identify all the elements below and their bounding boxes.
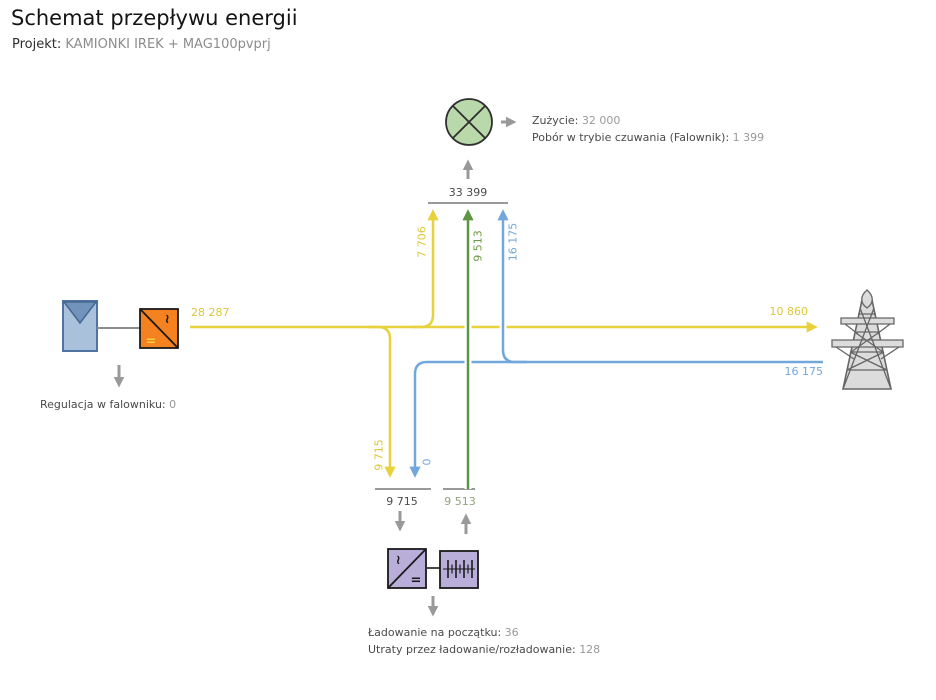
- battery-icon: [439, 550, 479, 589]
- usage-value: 32 000: [581, 114, 621, 127]
- grid-import-value: 16 175: [784, 365, 824, 378]
- standby-value: 1 399: [732, 131, 765, 144]
- battery-charge-value: 9 715: [386, 495, 418, 508]
- consumption-total: 33 399: [448, 186, 488, 199]
- battery-initial-value: 36: [504, 626, 519, 639]
- power-grid-icon: [831, 289, 904, 390]
- dc-symbol: =: [146, 334, 157, 349]
- grid-to-battery-value: 0: [420, 458, 434, 466]
- battery-inverter-icon: ~ =: [387, 548, 427, 589]
- pv-to-consumption-value: 7 706: [415, 226, 429, 258]
- battery-loss-value: 128: [579, 643, 601, 656]
- battery-loss-label: Utraty przez ładowanie/rozładowanie:: [368, 643, 576, 656]
- grid-to-consumption-line: [497, 209, 527, 364]
- battery-initial-line: Ładowanie na początku: 36: [368, 626, 519, 639]
- solar-panel-icon: [62, 300, 98, 352]
- usage-label: Zużycie:: [532, 114, 579, 127]
- standby-label: Pobór w trybie czuwania (Falownik):: [532, 131, 730, 144]
- page-title: Schemat przepływu energii: [11, 6, 298, 30]
- usage-line: Zużycie: 32 000: [532, 114, 620, 127]
- grid-to-battery-line: [409, 360, 823, 478]
- ac-symbol: ~: [390, 555, 405, 566]
- pv-production-value: 28 287: [191, 306, 230, 319]
- battery-initial-label: Ładowanie na początku:: [368, 626, 502, 639]
- ac-symbol: ~: [159, 314, 174, 325]
- project-label: Projekt:: [12, 37, 62, 52]
- pv-to-consumption-line: [411, 209, 439, 329]
- pv-to-battery-line: [368, 325, 396, 478]
- standby-line: Pobór w trybie czuwania (Falownik): 1 39…: [532, 131, 764, 144]
- regulation-line: Regulacja w falowniku: 0: [40, 398, 176, 411]
- project-value: KAMIONKI IREK + MAG100pvprj: [65, 37, 271, 52]
- consumption-icon: [445, 98, 493, 146]
- regulation-label: Regulacja w falowniku:: [40, 398, 166, 411]
- pv-inverter-icon: ~ =: [139, 308, 179, 349]
- dc-symbol: =: [411, 573, 422, 588]
- battery-discharge-value: 9 513: [444, 495, 476, 508]
- battery-loss-line: Utraty przez ładowanie/rozładowanie: 128: [368, 643, 600, 656]
- pv-to-battery-value: 9 715: [372, 439, 386, 471]
- project-subtitle: Projekt: KAMIONKI IREK + MAG100pvprj: [12, 37, 271, 52]
- grid-line-casing: [411, 358, 823, 470]
- regulation-value: 0: [169, 398, 177, 411]
- battery-to-consumption-value: 9 513: [471, 230, 485, 262]
- grid-export-value: 10 860: [769, 305, 809, 318]
- grid-to-consumption-value: 16 175: [506, 222, 520, 262]
